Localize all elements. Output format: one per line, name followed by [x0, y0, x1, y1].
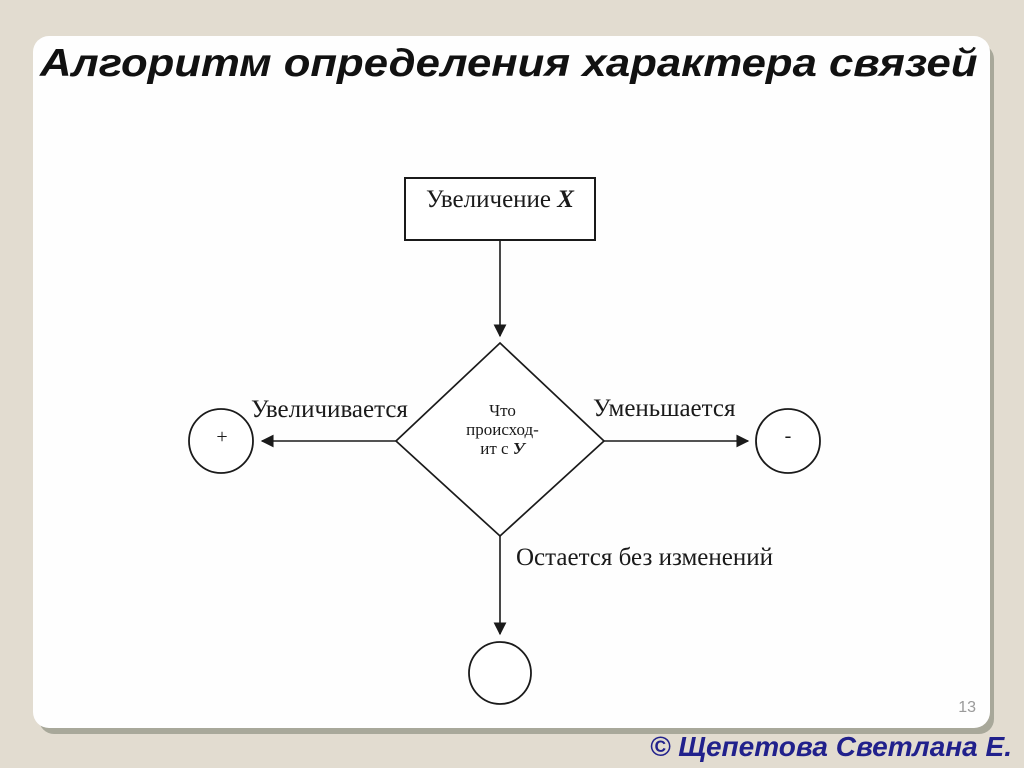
- start-box-text: Увеличение: [426, 186, 552, 213]
- plus-circle-shape: [188, 408, 254, 474]
- minus-circle-shape: [755, 408, 821, 474]
- decision-diamond-shape: [394, 341, 606, 538]
- minus-sign: -: [784, 425, 792, 447]
- start-box-label: Увеличение Х: [405, 186, 595, 214]
- start-box-shape: [404, 177, 596, 241]
- page-number: 13: [958, 699, 976, 716]
- decision-line1: Что: [489, 401, 516, 420]
- decision-label: Что происход- ит с У: [420, 401, 585, 458]
- decision-line3: ит с: [480, 439, 509, 458]
- decision-line2: происход-: [466, 420, 539, 439]
- unchanged-branch-label: Остается без изменений: [516, 544, 773, 571]
- copyright-text: © Щепетова Светлана Е.: [649, 731, 1012, 762]
- decision-variable: У: [512, 439, 525, 458]
- unchanged-circle-shape: [468, 641, 532, 705]
- decrease-branch-label: Уменьшается: [593, 395, 736, 422]
- start-box-variable: Х: [557, 186, 574, 213]
- slide-title: Алгоритм определения характера связей: [40, 42, 978, 85]
- increase-branch-label: Увеличивается: [251, 396, 408, 423]
- plus-sign: +: [216, 426, 228, 448]
